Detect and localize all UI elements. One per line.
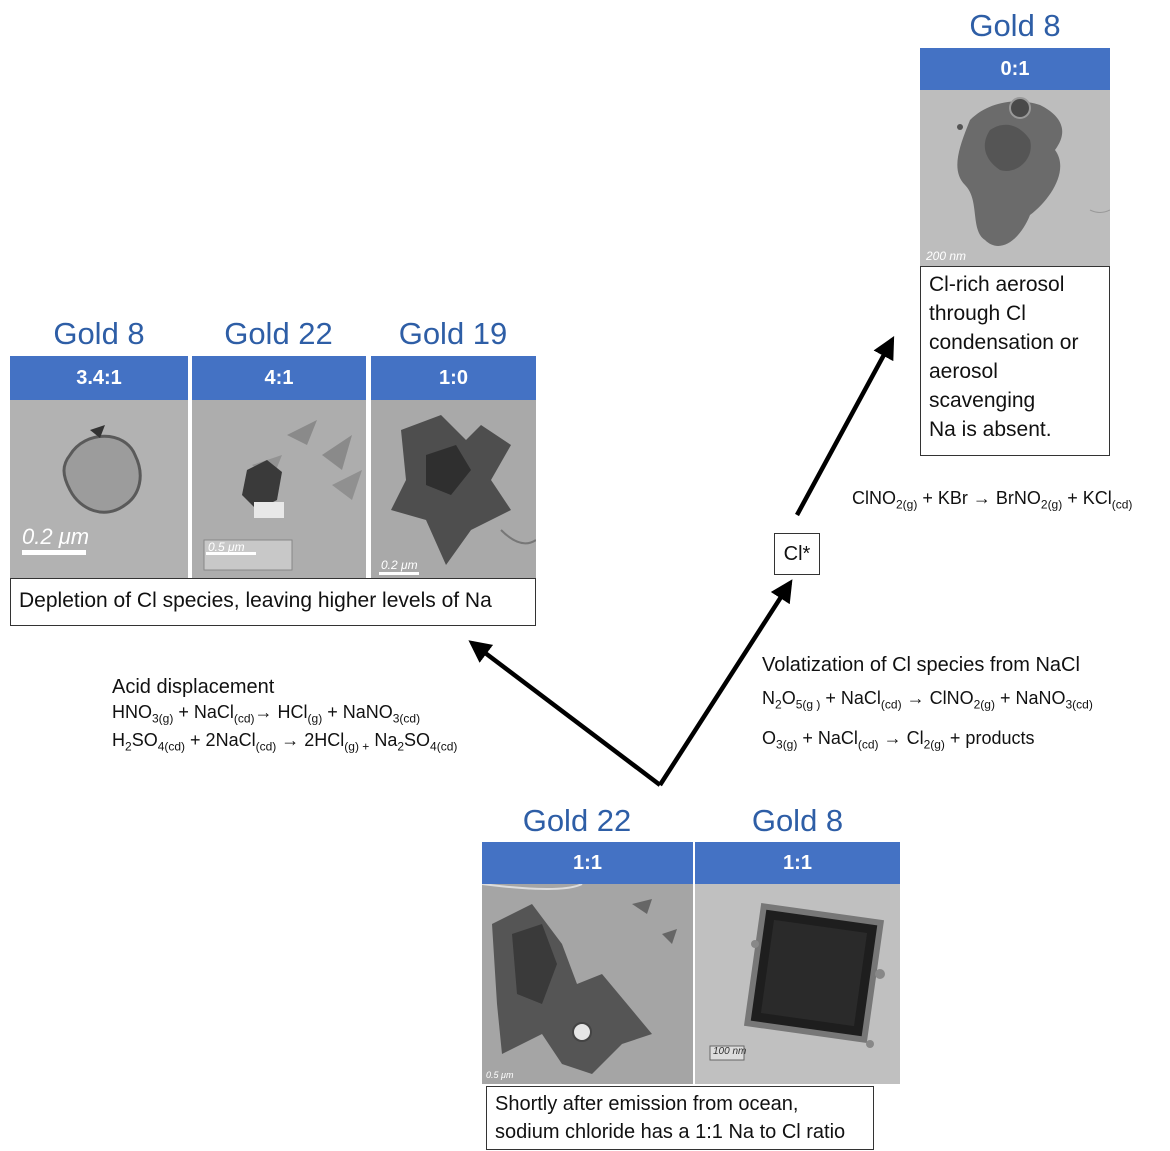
- caption-line: sodium chloride has a 1:1 Na to Cl ratio: [495, 1121, 846, 1143]
- scale-bar-label: 0.5 μm: [486, 1070, 514, 1080]
- left-panel-1-title: Gold 8: [53, 316, 145, 351]
- tem-image-left-1: 0.2 μm: [10, 400, 188, 578]
- cl-star-box: Cl*: [774, 533, 820, 575]
- caption-line: Shortly after emission from ocean,: [495, 1093, 799, 1115]
- top-right-title: Gold 8: [969, 8, 1061, 43]
- caption-line: scavenging: [929, 389, 1036, 412]
- volatization-eq-2: O3(g) + NaCl(cd) → Cl2(g) + products: [762, 728, 1035, 752]
- caption-line: Cl-rich aerosol: [929, 273, 1065, 296]
- bromine-equation: ClNO2(g) + KBr → BrNO2(g) + KCl(cd): [852, 488, 1133, 512]
- depletion-caption: Depletion of Cl species, leaving higher …: [10, 578, 536, 626]
- cl-rich-caption: Cl-rich aerosol through Cl condensation …: [920, 266, 1110, 456]
- volatization-heading: Volatization of Cl species from NaCl: [762, 654, 1080, 676]
- bottom-panel-2-ratio: 1:1: [695, 842, 900, 884]
- left-panel-2-ratio: 4:1: [192, 356, 366, 400]
- acid-displacement-heading: Acid displacement: [112, 676, 275, 698]
- tem-image-left-2: 0.5 μm: [192, 400, 366, 578]
- scale-bar-label: 0.2 μm: [22, 524, 90, 549]
- scale-bar-label: 200 nm: [926, 249, 967, 263]
- top-right-ratio: 0:1: [920, 48, 1110, 90]
- caption-line: Na is absent.: [929, 418, 1052, 441]
- tem-image-left-3: 0.2 μm: [371, 400, 536, 578]
- emission-caption: Shortly after emission from ocean, sodiu…: [486, 1086, 874, 1150]
- caption-line: aerosol: [929, 360, 998, 383]
- left-panel-3-title: Gold 19: [398, 316, 508, 351]
- arrow-to-depletion: [468, 640, 662, 787]
- arrow-to-cl-star: [658, 579, 793, 787]
- left-panel-2-title: Gold 22: [224, 316, 333, 351]
- bottom-panel-2-title: Gold 8: [751, 803, 844, 838]
- scale-bar-label: 100 nm: [713, 1046, 747, 1057]
- tem-image-bottom-1: 0.5 μm: [482, 884, 693, 1084]
- scale-bar-label: 0.5 μm: [208, 540, 245, 554]
- bottom-panel-1-title: Gold 22: [522, 803, 632, 838]
- arrow-to-cl-rich: [795, 336, 895, 517]
- acid-eq-2: H2SO4(cd) + 2NaCl(cd) → 2HCl(g) + Na2SO4…: [112, 730, 458, 754]
- caption-line: condensation or: [929, 331, 1079, 354]
- left-panel-1-ratio: 3.4:1: [10, 356, 188, 400]
- bottom-panel-1-ratio: 1:1: [482, 842, 693, 884]
- volatization-eq-1: N2O5(g ) + NaCl(cd) → ClNO2(g) + NaNO3(c…: [762, 688, 1093, 712]
- caption-line: through Cl: [929, 302, 1026, 325]
- scale-bar-label: 0.2 μm: [381, 558, 418, 572]
- acid-eq-1: HNO3(g) + NaCl(cd)→ HCl(g) + NaNO3(cd): [112, 702, 421, 726]
- tem-image-bottom-2: 100 nm: [695, 884, 900, 1084]
- left-panel-3-ratio: 1:0: [371, 356, 536, 400]
- tem-image-top-right: 200 nm: [920, 90, 1110, 266]
